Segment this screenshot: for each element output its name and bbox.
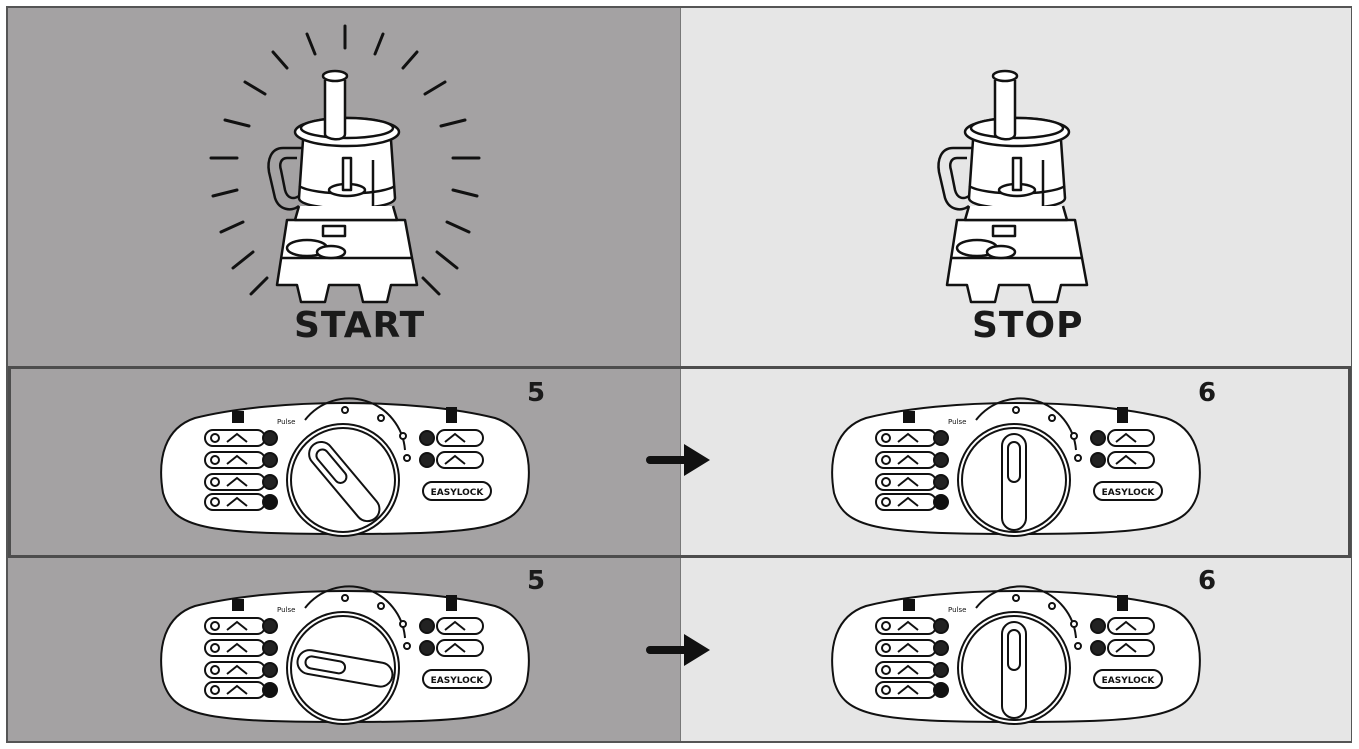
pulse-label: Pulse xyxy=(948,418,966,426)
easylock-label: EASYLOCK xyxy=(431,488,485,498)
bowl-icon xyxy=(232,411,244,423)
easylock-badge xyxy=(1093,481,1163,501)
pulse-label: Pulse xyxy=(277,418,295,426)
column-divider xyxy=(680,8,681,741)
easylock-badge xyxy=(1093,669,1163,689)
bowl-icon xyxy=(903,599,915,611)
easylock-badge xyxy=(422,669,492,689)
blender-icon xyxy=(1117,407,1128,423)
row1-right-step: 6 xyxy=(1198,378,1217,408)
food-processor-running-icon xyxy=(209,24,481,304)
easylock-label: EASYLOCK xyxy=(1102,676,1156,686)
row1-left-step: 5 xyxy=(527,378,546,408)
easylock-label: EASYLOCK xyxy=(1102,488,1156,498)
control-panel-icon: EASYLOCK Pulse xyxy=(160,585,530,725)
easylock-badge xyxy=(422,481,492,501)
row-divider xyxy=(8,556,1351,558)
control-panel-icon: EASYLOCK Pulse xyxy=(160,397,530,537)
blender-icon xyxy=(1117,595,1128,611)
blender-icon xyxy=(446,407,457,423)
pulse-label: Pulse xyxy=(277,606,295,614)
bowl-icon xyxy=(903,411,915,423)
bowl-icon xyxy=(232,599,244,611)
food-processor-stopped-icon xyxy=(937,69,1089,304)
arrow-right-icon xyxy=(646,634,710,666)
pulse-label: Pulse xyxy=(948,606,966,614)
arrow-right-icon xyxy=(646,444,710,476)
row-divider xyxy=(8,366,1351,368)
diagram-frame xyxy=(6,6,1352,743)
row2-right-step: 6 xyxy=(1198,566,1217,596)
stop-label: STOP xyxy=(972,305,1084,346)
control-panel-icon: EASYLOCK Pulse xyxy=(831,585,1201,725)
start-label: START xyxy=(294,305,426,346)
easylock-label: EASYLOCK xyxy=(431,676,485,686)
control-panel-icon: EASYLOCK Pulse xyxy=(831,397,1201,537)
row2-left-step: 5 xyxy=(527,566,546,596)
blender-icon xyxy=(446,595,457,611)
